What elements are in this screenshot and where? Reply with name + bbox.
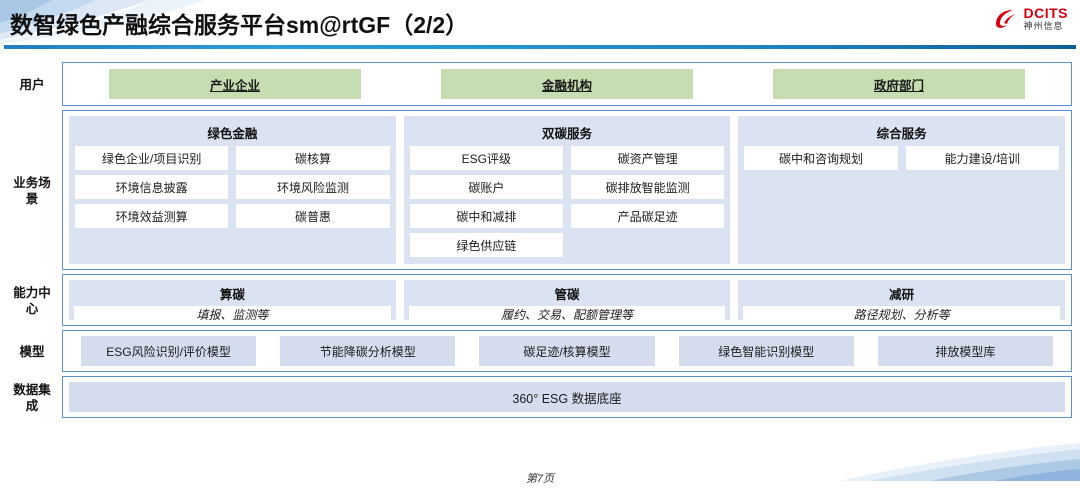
tile-green-supply-chain[interactable]: 绿色供应链 (409, 233, 563, 257)
panel-dual-carbon-services: 双碳服务 ESG评级 碳资产管理 碳账户 碳排放智能监测 碳中和减排 产品碳足迹… (403, 116, 731, 264)
capability-subtitle-calculate-carbon: 填报、监测等 (74, 306, 391, 323)
row-label-line2: 景 (25, 192, 39, 206)
capability-panel-reduce-research[interactable]: 减研 路径规划、分析等 (738, 280, 1066, 323)
model-cell: 节能降碳分析模型 (268, 336, 467, 366)
tile-environmental-benefit-measurement[interactable]: 环境效益测算 (75, 204, 229, 228)
logo-text-cn: 神州信息 (1023, 21, 1064, 31)
tile-environmental-disclosure[interactable]: 环境信息披露 (75, 175, 229, 199)
page-title: 数智绿色产融综合服务平台sm@rtGF（2/2） (10, 12, 469, 38)
tile-carbon-inclusive[interactable]: 碳普惠 (236, 204, 390, 228)
model-box-emission-library[interactable]: 排放模型库 (877, 336, 1054, 366)
panel-green-finance: 绿色金融 绿色企业/项目识别 碳核算 环境信息披露 环境风险监测 环境效益测算 … (69, 116, 396, 264)
row-body-capability-center: 算碳 填报、监测等 管碳 履约、交易、配额管理等 减研 路径规划、分析等 (62, 274, 1072, 326)
panel-title-green-finance: 绿色金融 (207, 127, 258, 141)
tile-environmental-risk-monitoring[interactable]: 环境风险监测 (236, 175, 390, 199)
row-label-line2: 心 (25, 302, 39, 316)
tile-carbon-accounting[interactable]: 碳核算 (236, 146, 390, 170)
tile-carbon-emission-smart-monitoring[interactable]: 碳排放智能监测 (571, 175, 725, 199)
model-cell: ESG风险识别/评价模型 (69, 336, 268, 366)
row-label-line1: 能力中 (13, 286, 51, 301)
row-label-line1: 业务场 (13, 176, 51, 191)
row-data-integration: 数据集 成 360° ESG 数据底座 (6, 376, 1072, 422)
capability-title-manage-carbon: 管碳 (554, 288, 580, 302)
row-body-model: ESG风险识别/评价模型 节能降碳分析模型 碳足迹/核算模型 绿色智能识别模型 … (62, 330, 1072, 372)
capability-panel-calculate-carbon[interactable]: 算碳 填报、监测等 (69, 280, 396, 323)
capability-panel-manage-carbon[interactable]: 管碳 履约、交易、配额管理等 (403, 280, 731, 323)
tile-green-enterprise-identification[interactable]: 绿色企业/项目识别 (75, 146, 229, 170)
panel-title-comprehensive-services: 综合服务 (876, 127, 927, 141)
tile-esg-rating[interactable]: ESG评级 (409, 146, 563, 170)
panel-comprehensive-services: 综合服务 碳中和咨询规划 能力建设/培训 (738, 116, 1066, 264)
tile-capacity-building-training[interactable]: 能力建设/培训 (905, 146, 1060, 170)
model-box-carbon-footprint[interactable]: 碳足迹/核算模型 (479, 336, 655, 366)
page-number: 第7页 (525, 473, 555, 485)
user-box-government[interactable]: 政府部门 (772, 69, 1026, 99)
model-box-green-smart-recognition[interactable]: 绿色智能识别模型 (678, 336, 854, 366)
logo-text-en: DCITS (1023, 5, 1068, 21)
company-logo: DCITS 神州信息 (993, 6, 1069, 31)
row-model: 模型 ESG风险识别/评价模型 节能降碳分析模型 碳足迹/核算模型 绿色智能识别… (6, 330, 1072, 376)
row-label-line2: 成 (25, 399, 39, 413)
row-label-data-integration: 数据集 成 (6, 376, 58, 422)
tile-carbon-asset-management[interactable]: 碳资产管理 (571, 146, 725, 170)
panel-title-dual-carbon-services: 双碳服务 (542, 127, 593, 141)
tile-carbon-neutral-reduction[interactable]: 碳中和减排 (409, 204, 563, 228)
model-cell: 绿色智能识别模型 (667, 336, 866, 366)
row-business-scenarios: 业务场 景 绿色金融 绿色企业/项目识别 碳核算 环境信息披露 环境风险监测 环… (6, 110, 1072, 274)
capability-title-calculate-carbon: 算碳 (219, 288, 245, 302)
model-cell: 排放模型库 (866, 336, 1065, 366)
data-box-esg-foundation[interactable]: 360° ESG 数据底座 (69, 382, 1065, 412)
row-label-business-scenarios: 业务场 景 (6, 110, 58, 274)
tile-carbon-neutral-consulting[interactable]: 碳中和咨询规划 (744, 146, 898, 170)
dcits-swirl-logo-icon (993, 8, 1019, 30)
header-divider (4, 45, 1076, 49)
tile-product-carbon-footprint[interactable]: 产品碳足迹 (571, 204, 725, 228)
user-cell: 政府部门 (733, 69, 1065, 99)
user-cell: 金融机构 (401, 69, 733, 99)
row-body-data-integration: 360° ESG 数据底座 (62, 376, 1072, 418)
slide-header: 数智绿色产融综合服务平台sm@rtGF（2/2） DCITS 神州信息 (0, 0, 1080, 49)
model-box-esg-risk[interactable]: ESG风险识别/评价模型 (80, 336, 257, 366)
row-label-users: 用户 (19, 78, 45, 93)
user-box-industry[interactable]: 产业企业 (108, 69, 362, 99)
row-body-business-scenarios: 绿色金融 绿色企业/项目识别 碳核算 环境信息披露 环境风险监测 环境效益测算 … (62, 110, 1072, 270)
user-cell: 产业企业 (69, 69, 401, 99)
row-capability-center: 能力中 心 算碳 填报、监测等 管碳 履约、交易、配额管理等 减研 路径规划、分… (6, 274, 1072, 330)
capability-subtitle-manage-carbon: 履约、交易、配额管理等 (408, 306, 726, 323)
row-users: 用户 产业企业 金融机构 政府部门 (6, 62, 1072, 110)
row-body-users: 产业企业 金融机构 政府部门 (62, 62, 1072, 106)
model-box-energy-saving[interactable]: 节能降碳分析模型 (280, 336, 456, 366)
row-label-model: 模型 (19, 345, 45, 360)
user-box-financial[interactable]: 金融机构 (440, 69, 694, 99)
row-label-line1: 数据集 (13, 383, 51, 398)
architecture-table: 用户 产业企业 金融机构 政府部门 业务场 (6, 62, 1072, 422)
model-cell: 碳足迹/核算模型 (467, 336, 666, 366)
tile-carbon-account[interactable]: 碳账户 (409, 175, 563, 199)
capability-title-reduce-research: 减研 (889, 288, 915, 302)
capability-subtitle-reduce-research: 路径规划、分析等 (743, 306, 1061, 323)
row-label-capability-center: 能力中 心 (6, 274, 58, 330)
